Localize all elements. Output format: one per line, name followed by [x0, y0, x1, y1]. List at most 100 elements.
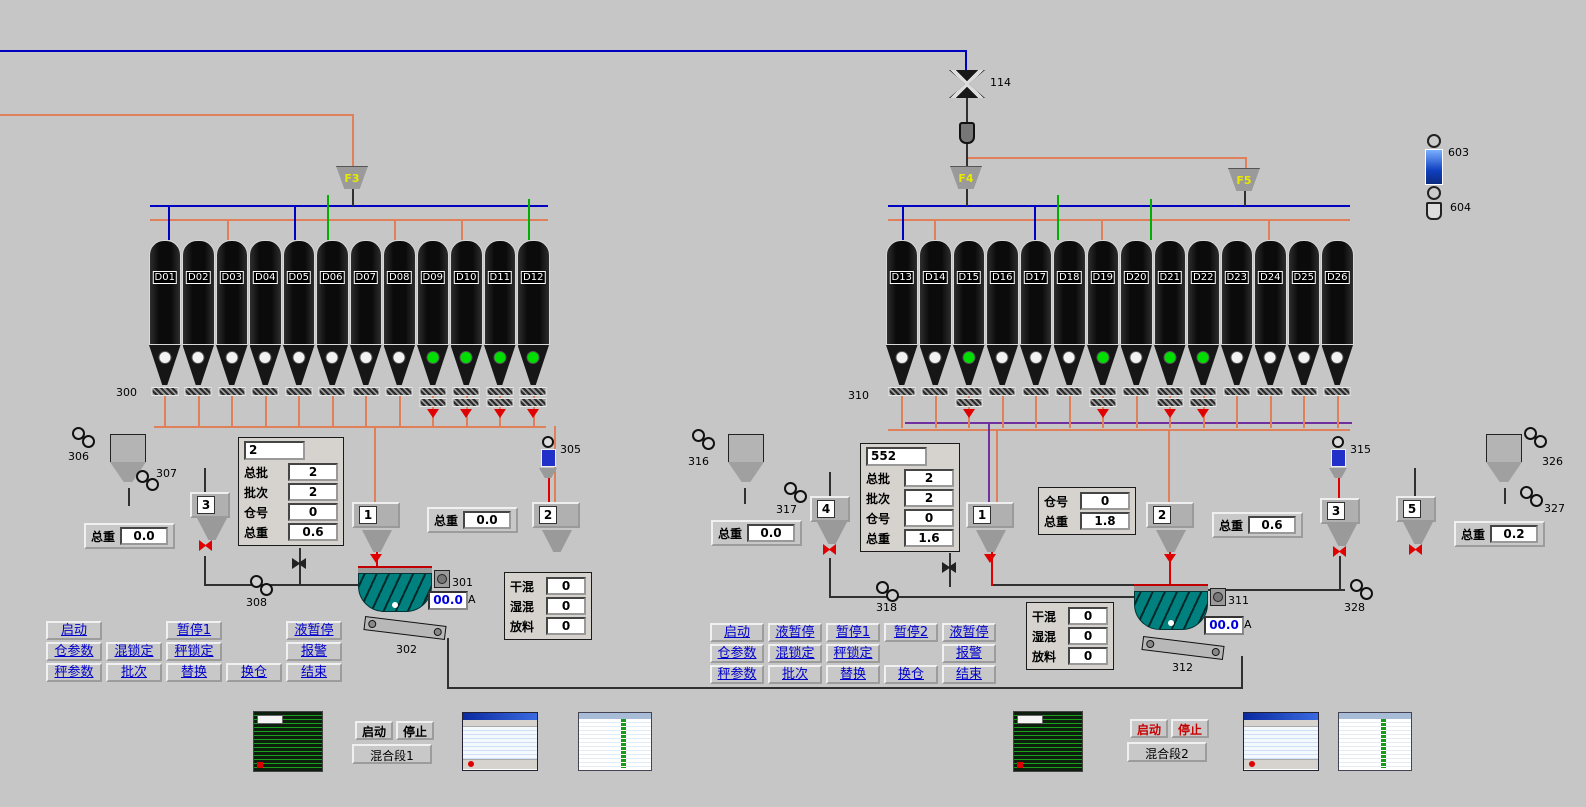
scale-hopper-1-right[interactable]: 1: [966, 502, 1014, 528]
distributor-f3[interactable]: F3: [336, 166, 368, 189]
device-label-311: 311: [1228, 594, 1249, 607]
row-label: 干混: [510, 579, 535, 594]
thumbnail-status-panel-1[interactable]: [253, 711, 323, 772]
silo-D04[interactable]: D04: [249, 240, 283, 428]
scale-hopper-3-left[interactable]: 3: [190, 492, 230, 518]
silo-D11[interactable]: D11: [483, 240, 517, 428]
silo-D16[interactable]: D16: [986, 240, 1020, 428]
scale-hopper-4-right[interactable]: 4: [810, 496, 850, 522]
silo-D07[interactable]: D07: [349, 240, 383, 428]
silo-D21[interactable]: D21: [1153, 240, 1187, 428]
silo-D17[interactable]: D17: [1019, 240, 1053, 428]
discharge-valve-icon: [1333, 546, 1346, 557]
silo-D20[interactable]: D20: [1120, 240, 1154, 428]
screw-feeder-icon: [419, 387, 447, 396]
scale-hopper-5-right[interactable]: 5: [1396, 496, 1436, 522]
control-button[interactable]: 替换: [166, 663, 222, 682]
pipe-segment: [168, 205, 170, 240]
silo-D23[interactable]: D23: [1220, 240, 1254, 428]
silo-D01[interactable]: D01: [148, 240, 182, 428]
start-button-seg1[interactable]: 启动: [355, 721, 393, 740]
control-button[interactable]: 批次: [768, 665, 822, 684]
control-button[interactable]: 结束: [286, 663, 342, 682]
silo-vessel: [517, 240, 550, 345]
control-button[interactable]: 秤锁定: [826, 644, 880, 663]
silo-D24[interactable]: D24: [1254, 240, 1288, 428]
screw-feeder-icon: [1022, 387, 1050, 396]
scale-hopper-2-right[interactable]: 2: [1146, 502, 1194, 528]
silo-level-indicator: [1096, 351, 1110, 364]
silo-D08[interactable]: D08: [383, 240, 417, 428]
scale-hopper-1-left[interactable]: 1: [352, 502, 400, 528]
silo-D05[interactable]: D05: [282, 240, 316, 428]
control-button[interactable]: 报警: [286, 642, 342, 661]
distributor-f5[interactable]: F5: [1228, 168, 1260, 191]
silo-D06[interactable]: D06: [316, 240, 350, 428]
silo-D13[interactable]: D13: [885, 240, 919, 428]
silo-D02[interactable]: D02: [182, 240, 216, 428]
silo-D15[interactable]: D15: [952, 240, 986, 428]
control-button[interactable]: 仓参数: [46, 642, 102, 661]
mixer-body: [1134, 591, 1208, 630]
control-button[interactable]: 混锁定: [106, 642, 162, 661]
scale-hopper-3-right[interactable]: 3: [1320, 498, 1360, 524]
mix-segment2-button[interactable]: 混合段2: [1127, 742, 1207, 762]
control-button[interactable]: 混锁定: [768, 644, 822, 663]
silo-D09[interactable]: D09: [416, 240, 450, 428]
mixer-311[interactable]: [1134, 584, 1208, 630]
control-button[interactable]: 暂停2: [884, 623, 938, 642]
thumbnail-table-2[interactable]: [1338, 712, 1412, 771]
silo-level-indicator: [392, 351, 406, 364]
mixer-top: [1134, 584, 1208, 591]
row-label: 批次: [244, 485, 269, 500]
screw-feeder-icon: [184, 387, 212, 396]
thumbnail-status-panel-2[interactable]: [1013, 711, 1083, 772]
control-button[interactable]: 替换: [826, 665, 880, 684]
distributor-f4[interactable]: F4: [950, 166, 982, 189]
silo-D18[interactable]: D18: [1053, 240, 1087, 428]
silo-id-label: D02: [186, 271, 211, 284]
row-value: 2: [288, 483, 338, 501]
control-button[interactable]: 报警: [942, 644, 996, 663]
control-button[interactable]: 秤参数: [710, 665, 764, 684]
table-header: [1339, 713, 1411, 719]
control-button[interactable]: 批次: [106, 663, 162, 682]
silo-id-label: D08: [387, 271, 412, 284]
silo-D22[interactable]: D22: [1187, 240, 1221, 428]
silo-D10[interactable]: D10: [450, 240, 484, 428]
stop-button-seg1[interactable]: 停止: [396, 721, 434, 740]
control-button[interactable]: 暂停1: [166, 621, 222, 640]
pipe-segment: [294, 205, 296, 240]
scale-hopper-2-left[interactable]: 2: [532, 502, 580, 528]
start-button-seg2[interactable]: 启动: [1130, 719, 1168, 738]
control-button[interactable]: 暂停1: [826, 623, 880, 642]
silo-vessel: [1120, 240, 1153, 345]
silo-D14[interactable]: D14: [919, 240, 953, 428]
control-button[interactable]: 换仓: [884, 665, 938, 684]
control-button[interactable]: 仓参数: [710, 644, 764, 663]
control-button[interactable]: 启动: [710, 623, 764, 642]
control-button[interactable]: 液暂停: [768, 623, 822, 642]
control-button[interactable]: 结束: [942, 665, 996, 684]
stop-button-seg2[interactable]: 停止: [1171, 719, 1209, 738]
mixer-301[interactable]: [358, 566, 432, 612]
control-button[interactable]: 启动: [46, 621, 102, 640]
control-button[interactable]: 秤参数: [46, 663, 102, 682]
silo-D26[interactable]: D26: [1321, 240, 1355, 428]
mix-segment1-button[interactable]: 混合段1: [352, 744, 432, 764]
control-button[interactable]: 秤锁定: [166, 642, 222, 661]
screw-feeder-icon: [1223, 387, 1251, 396]
silo-D19[interactable]: D19: [1086, 240, 1120, 428]
silo-D03[interactable]: D03: [215, 240, 249, 428]
control-button[interactable]: 液暂停: [942, 623, 996, 642]
silo-D25[interactable]: D25: [1287, 240, 1321, 428]
thumbnail-table-1[interactable]: [578, 712, 652, 771]
control-button[interactable]: 液暂停: [286, 621, 342, 640]
thumbnail-window-2[interactable]: [1243, 712, 1319, 771]
thumbnail-window-1[interactable]: [462, 712, 538, 771]
screw-feeder-icon: [151, 387, 179, 396]
silo-D12[interactable]: D12: [517, 240, 551, 428]
device-label-603: 603: [1448, 146, 1469, 159]
control-button[interactable]: 换仓: [226, 663, 282, 682]
